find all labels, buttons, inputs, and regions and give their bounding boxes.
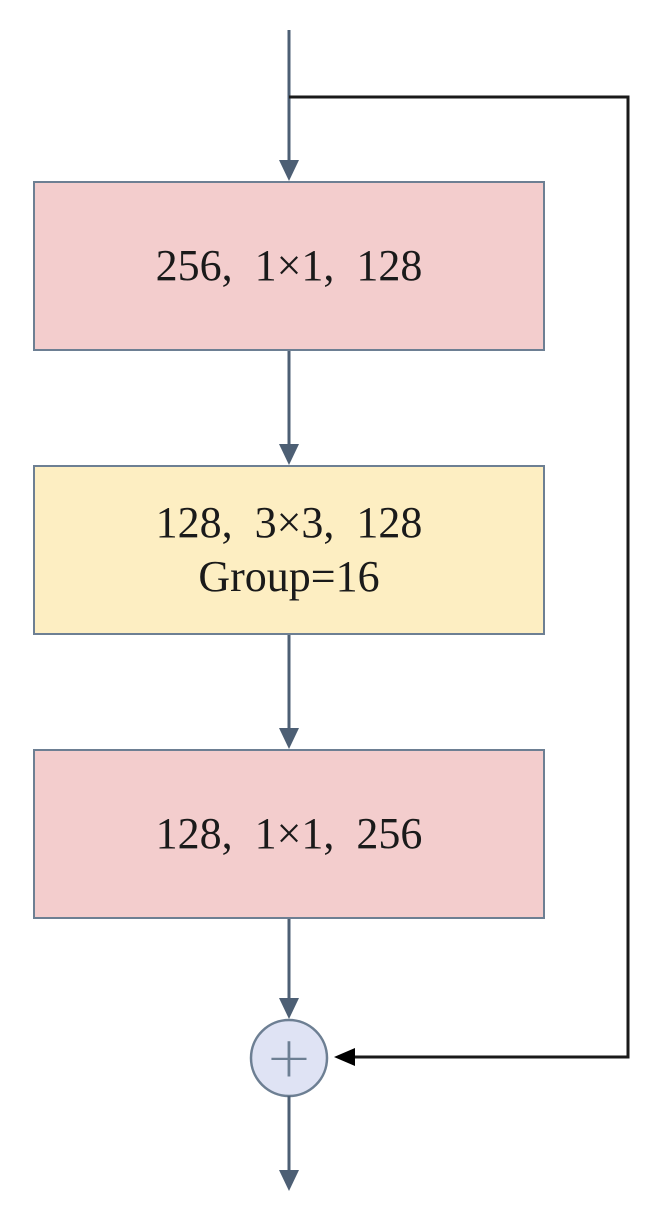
arrowhead-to-block-1 xyxy=(279,160,299,181)
block-3-label: 128, 1×1, 256 xyxy=(155,809,423,858)
arrowhead-to-add xyxy=(279,998,299,1019)
conv-block-1x1-expand: 128, 1×1, 256 xyxy=(33,749,545,919)
skip-connection-arrowhead xyxy=(334,1048,355,1066)
add-node-symbol: + xyxy=(266,1026,313,1091)
block-2-group-label: Group=16 xyxy=(198,552,380,601)
arrowhead-to-block-2 xyxy=(279,444,299,465)
conv-block-3x3-group: 128, 3×3, 128 Group=16 xyxy=(33,465,545,635)
block-1-label: 256, 1×1, 128 xyxy=(155,241,423,290)
skip-connection-line xyxy=(289,95,630,1059)
conv-block-1x1-reduce: 256, 1×1, 128 xyxy=(33,181,545,351)
block-2-label: 128, 3×3, 128 xyxy=(155,498,423,547)
output-arrowhead xyxy=(279,1170,299,1191)
arrowhead-to-block-3 xyxy=(279,728,299,749)
